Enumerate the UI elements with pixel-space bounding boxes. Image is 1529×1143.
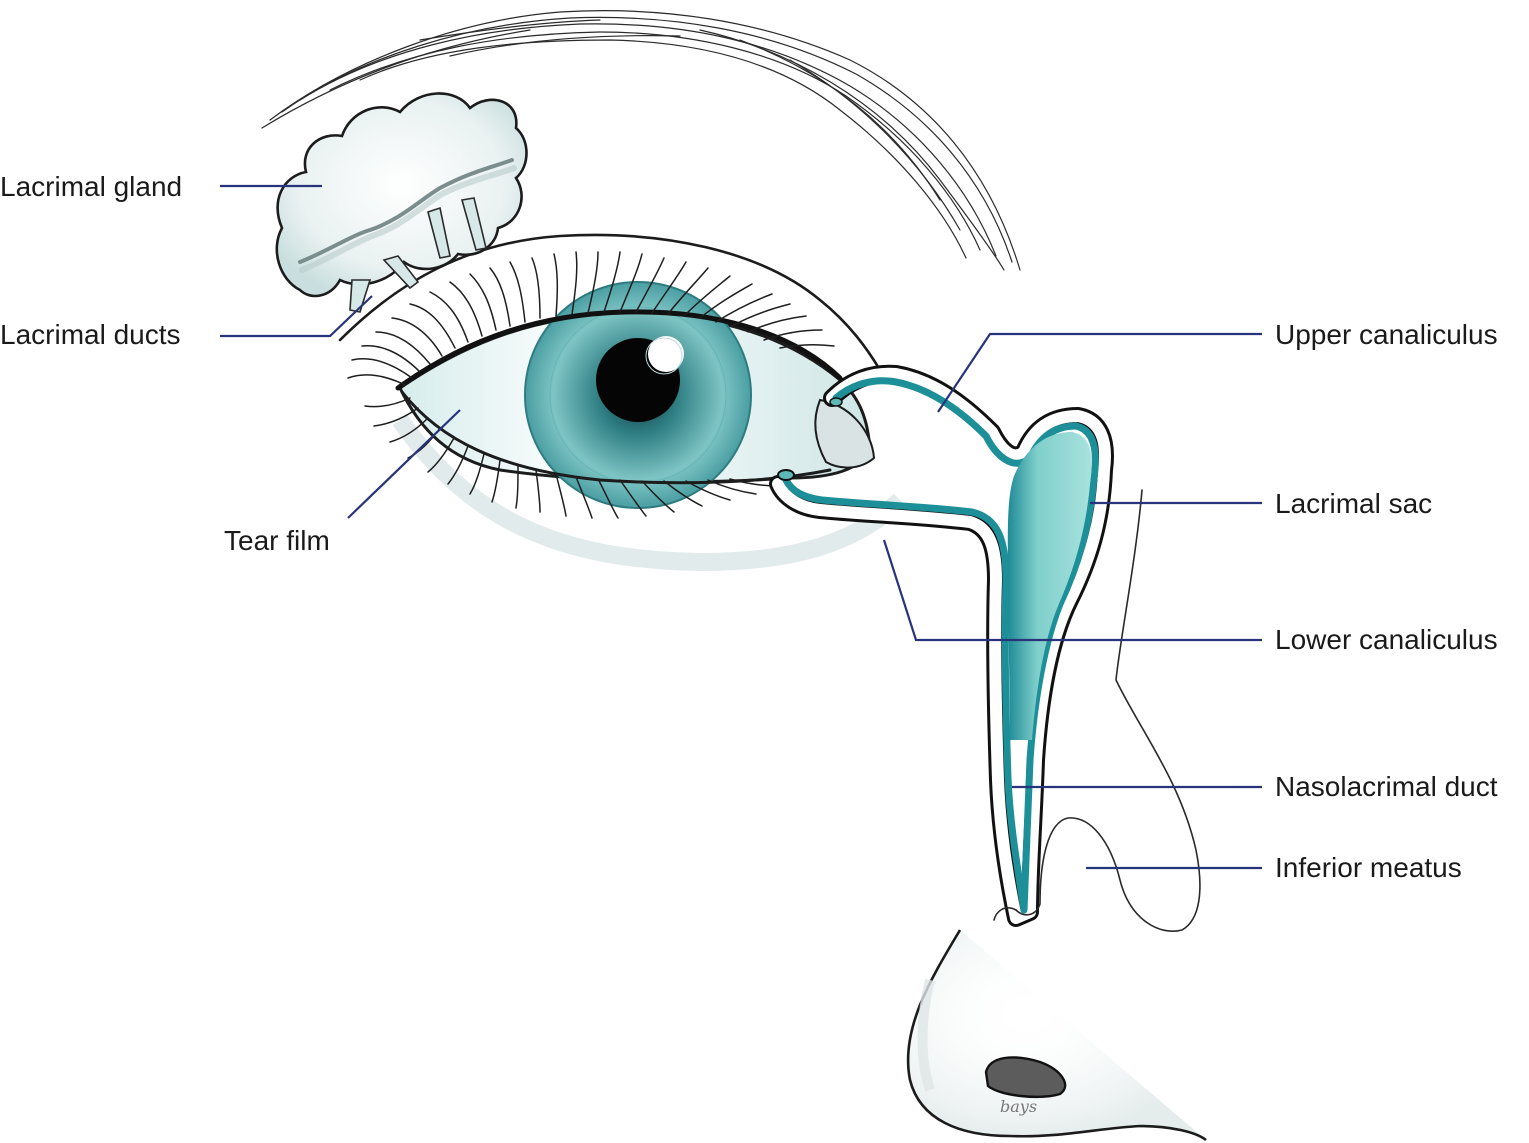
lacrimal-ducts-shape: [349, 197, 487, 313]
label-tear-film: Tear film: [224, 525, 330, 556]
caruncle: [814, 398, 876, 469]
label-nasolacrimal-duct: Nasolacrimal duct: [1275, 771, 1498, 802]
nose-bridge-line: [1015, 489, 1201, 932]
leader-lacrimal-ducts: [220, 295, 373, 338]
upper-lid-margin: [395, 309, 843, 391]
leader-lower-canaliculus: [882, 539, 1262, 642]
lower-lid-margin: [400, 390, 832, 485]
label-lacrimal-ducts: Lacrimal ducts: [0, 319, 181, 350]
label-lower-canaliculus: Lower canaliculus: [1275, 624, 1498, 655]
label-inferior-meatus: Inferior meatus: [1275, 852, 1462, 883]
pupil-highlight: [648, 336, 684, 372]
label-upper-canaliculus: Upper canaliculus: [1275, 319, 1498, 350]
drainage-system: [769, 364, 1114, 927]
under-eye-shadow: [392, 414, 907, 572]
nose-tip: [906, 929, 1207, 1142]
leader-lines: [220, 184, 1262, 870]
label-lacrimal-gland: Lacrimal gland: [0, 171, 182, 202]
upper-eyelashes: [347, 251, 835, 386]
artist-signature: bays: [1000, 1097, 1037, 1116]
eyebrow: [261, 10, 1021, 271]
nostril: [984, 1056, 1067, 1099]
label-lacrimal-sac: Lacrimal sac: [1275, 488, 1432, 519]
leader-tear-film: [347, 409, 461, 519]
lacrimal-gland-fold: [298, 158, 514, 264]
eyelid-crease: [338, 233, 882, 372]
leader-upper-canaliculus: [937, 332, 1262, 413]
